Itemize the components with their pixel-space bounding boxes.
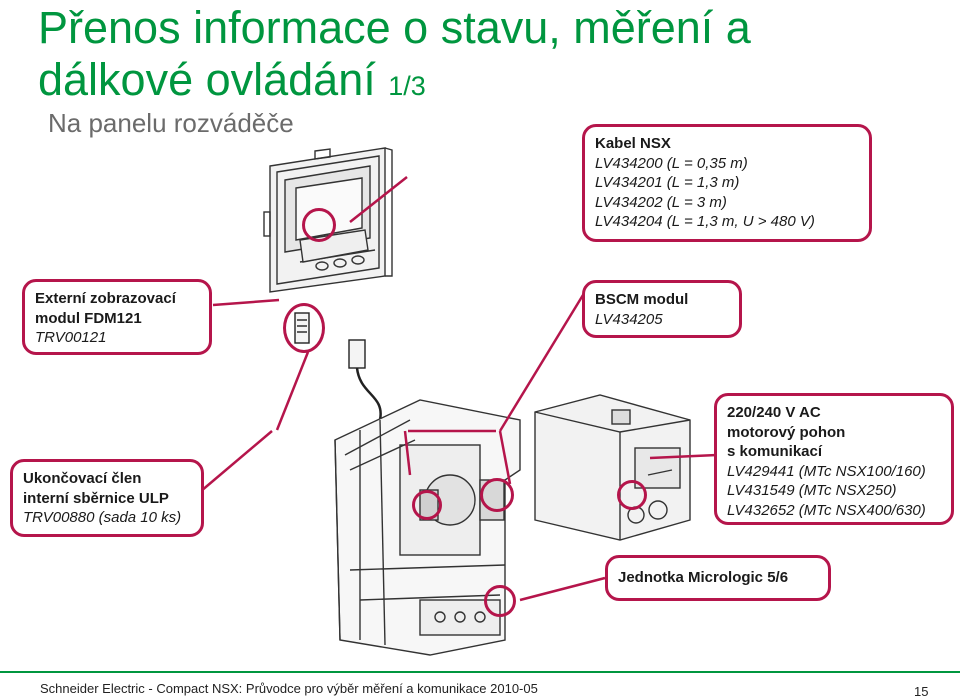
marker-bscm: [480, 478, 514, 512]
title-line-2: dálkové ovládání: [38, 54, 376, 105]
callout-connectors: [193, 176, 718, 602]
terminator-line-1: Ukončovací člen: [23, 470, 142, 487]
callout-display-module: Externí zobrazovací modul FDM121 TRV0012…: [22, 279, 212, 355]
motor-line-2: motorový pohon: [727, 423, 846, 441]
micrologic-line-1: Jednotka Micrologic 5/6: [618, 569, 789, 587]
callout-micrologic: Jednotka Micrologic 5/6: [605, 555, 831, 601]
title-line-1: Přenos informace o stavu, měření a: [38, 2, 751, 53]
cable-heading: Kabel NSX: [595, 135, 671, 152]
marker-micrologic: [484, 585, 516, 617]
terminator-ref: TRV00880 (sada 10 ks): [23, 509, 182, 526]
marker-terminator: [412, 490, 442, 520]
display-line-2: modul FDM121: [35, 309, 142, 327]
callout-kabel-nsx: Kabel NSX LV434200 (L = 0,35 m) LV434201…: [582, 124, 872, 242]
footer-text: Schneider Electric - Compact NSX: Průvod…: [40, 681, 538, 696]
motor-line-3: s komunikací: [727, 443, 823, 460]
page-subtitle: Na panelu rozváděče: [48, 108, 294, 138]
cable-ref-3: LV434202 (L = 3 m): [595, 193, 727, 211]
bscm-line-1: BSCM modul: [595, 291, 689, 308]
title-page-fraction: 1/3: [388, 71, 426, 101]
motor-ref-1: LV429441 (MTc NSX100/160): [727, 462, 926, 480]
page-number: 15: [914, 684, 929, 699]
footer-divider: [0, 671, 960, 673]
terminator-line-2: interní sběrnice ULP: [23, 489, 169, 507]
display-ref: TRV00121: [35, 329, 107, 346]
motor-ref-2: LV431549 (MTc NSX250): [727, 482, 897, 499]
callout-terminator: Ukončovací člen interní sběrnice ULP TRV…: [10, 459, 204, 537]
bscm-ref: LV434205: [595, 310, 663, 328]
marker-motor: [617, 480, 647, 510]
cable-ref-4: LV434204 (L = 1,3 m, U > 480 V): [595, 213, 815, 230]
cable-ref-2: LV434201 (L = 1,3 m): [595, 174, 740, 191]
motor-mechanism-device: [534, 394, 691, 541]
callout-bscm: BSCM modul LV434205: [582, 280, 742, 338]
motor-ref-3: LV432652 (MTc NSX400/630): [727, 501, 926, 519]
motor-line-1: 220/240 V AC: [727, 404, 821, 421]
marker-display-port: [302, 208, 336, 242]
cable-ref-1: LV434200 (L = 0,35 m): [595, 154, 748, 172]
display-line-1: Externí zobrazovací: [35, 290, 176, 307]
compact-nsx-breaker: [334, 399, 521, 656]
callout-motor-mechanism: 220/240 V AC motorový pohon s komunikací…: [714, 393, 954, 525]
marker-rj45: [283, 303, 325, 353]
